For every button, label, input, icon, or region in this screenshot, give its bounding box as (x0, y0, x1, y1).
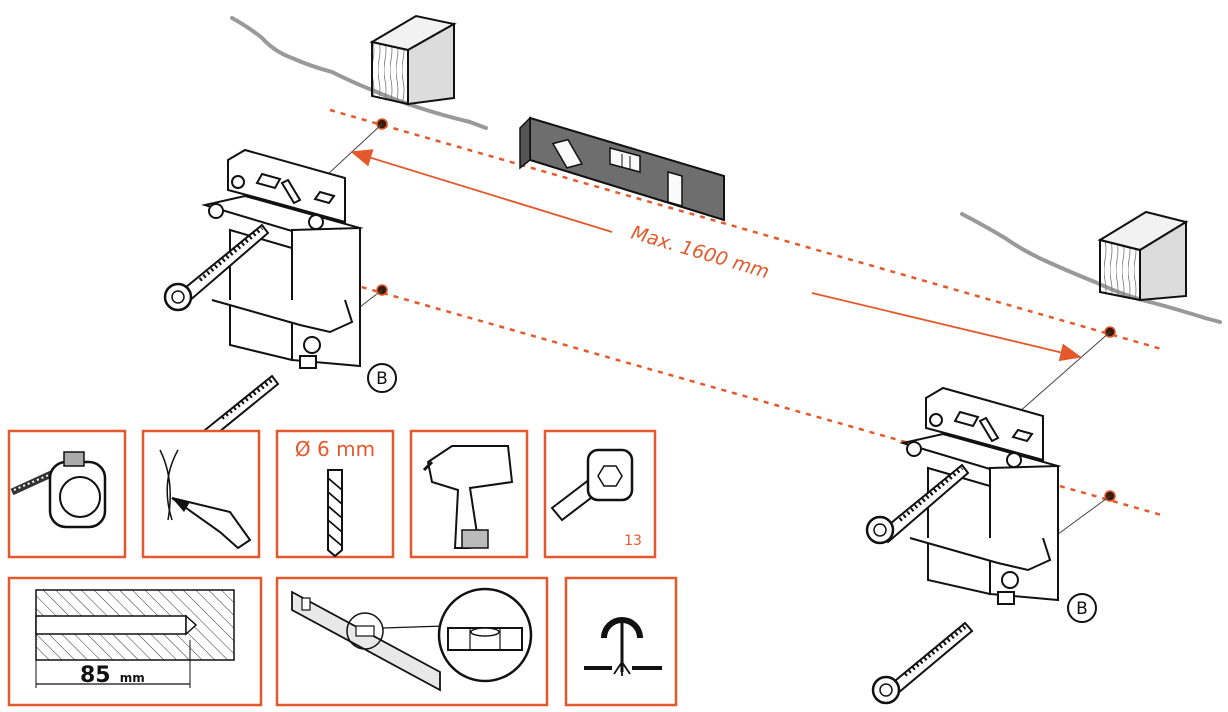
screw-right-upper (865, 463, 970, 545)
bracket-marker-left: B (367, 363, 397, 393)
drill-bit-icon (327, 469, 343, 558)
tool-hole-depth: 85 mm (7, 576, 263, 707)
stud-finder-icon (584, 617, 662, 676)
hole-depth-icon (35, 589, 235, 688)
hole-depth-label: 85 mm (80, 663, 145, 688)
guide-line-upper (329, 108, 1166, 352)
tool-tape-measure (7, 429, 127, 559)
tool-drill-bit: Ø 6 mm (275, 429, 395, 559)
bracket-marker-right-label: B (1076, 599, 1088, 619)
bracket-marker-left-label: B (376, 369, 388, 389)
screw-left-upper (163, 223, 270, 312)
spirit-level-icon (291, 587, 533, 692)
joist-right (1097, 210, 1189, 302)
cordless-drill-icon (422, 445, 514, 549)
bracket-left (201, 148, 364, 369)
joist-left (369, 14, 457, 106)
dimension-arrow (350, 149, 1082, 362)
tool-pencil-mark (141, 429, 261, 559)
hole-depth-unit: mm (120, 671, 145, 685)
tool-spirit-level (275, 576, 549, 707)
spirit-level-tool (519, 116, 725, 222)
screw-right-lower (871, 621, 974, 705)
tool-socket-wrench: 13 (543, 429, 657, 559)
guide-line-lower (329, 276, 1166, 518)
bracket-marker-right: B (1067, 593, 1097, 623)
ceiling-line-right (960, 212, 1222, 324)
tool-cordless-drill (409, 429, 529, 559)
socket-size-label: 13 (624, 533, 642, 549)
screw-left-lower (203, 374, 280, 438)
hole-depth-value: 85 (80, 663, 111, 688)
tool-stud-finder (564, 576, 678, 707)
bracket-right (899, 386, 1062, 605)
ceiling-line-left (230, 16, 488, 130)
pencil-mark-icon (159, 449, 252, 550)
socket-wrench-icon (550, 448, 634, 522)
dimension-label: Max. 1600 mm (629, 222, 772, 284)
drill-bit-label: Ø 6 mm (295, 437, 375, 461)
tape-measure-icon (10, 451, 107, 529)
